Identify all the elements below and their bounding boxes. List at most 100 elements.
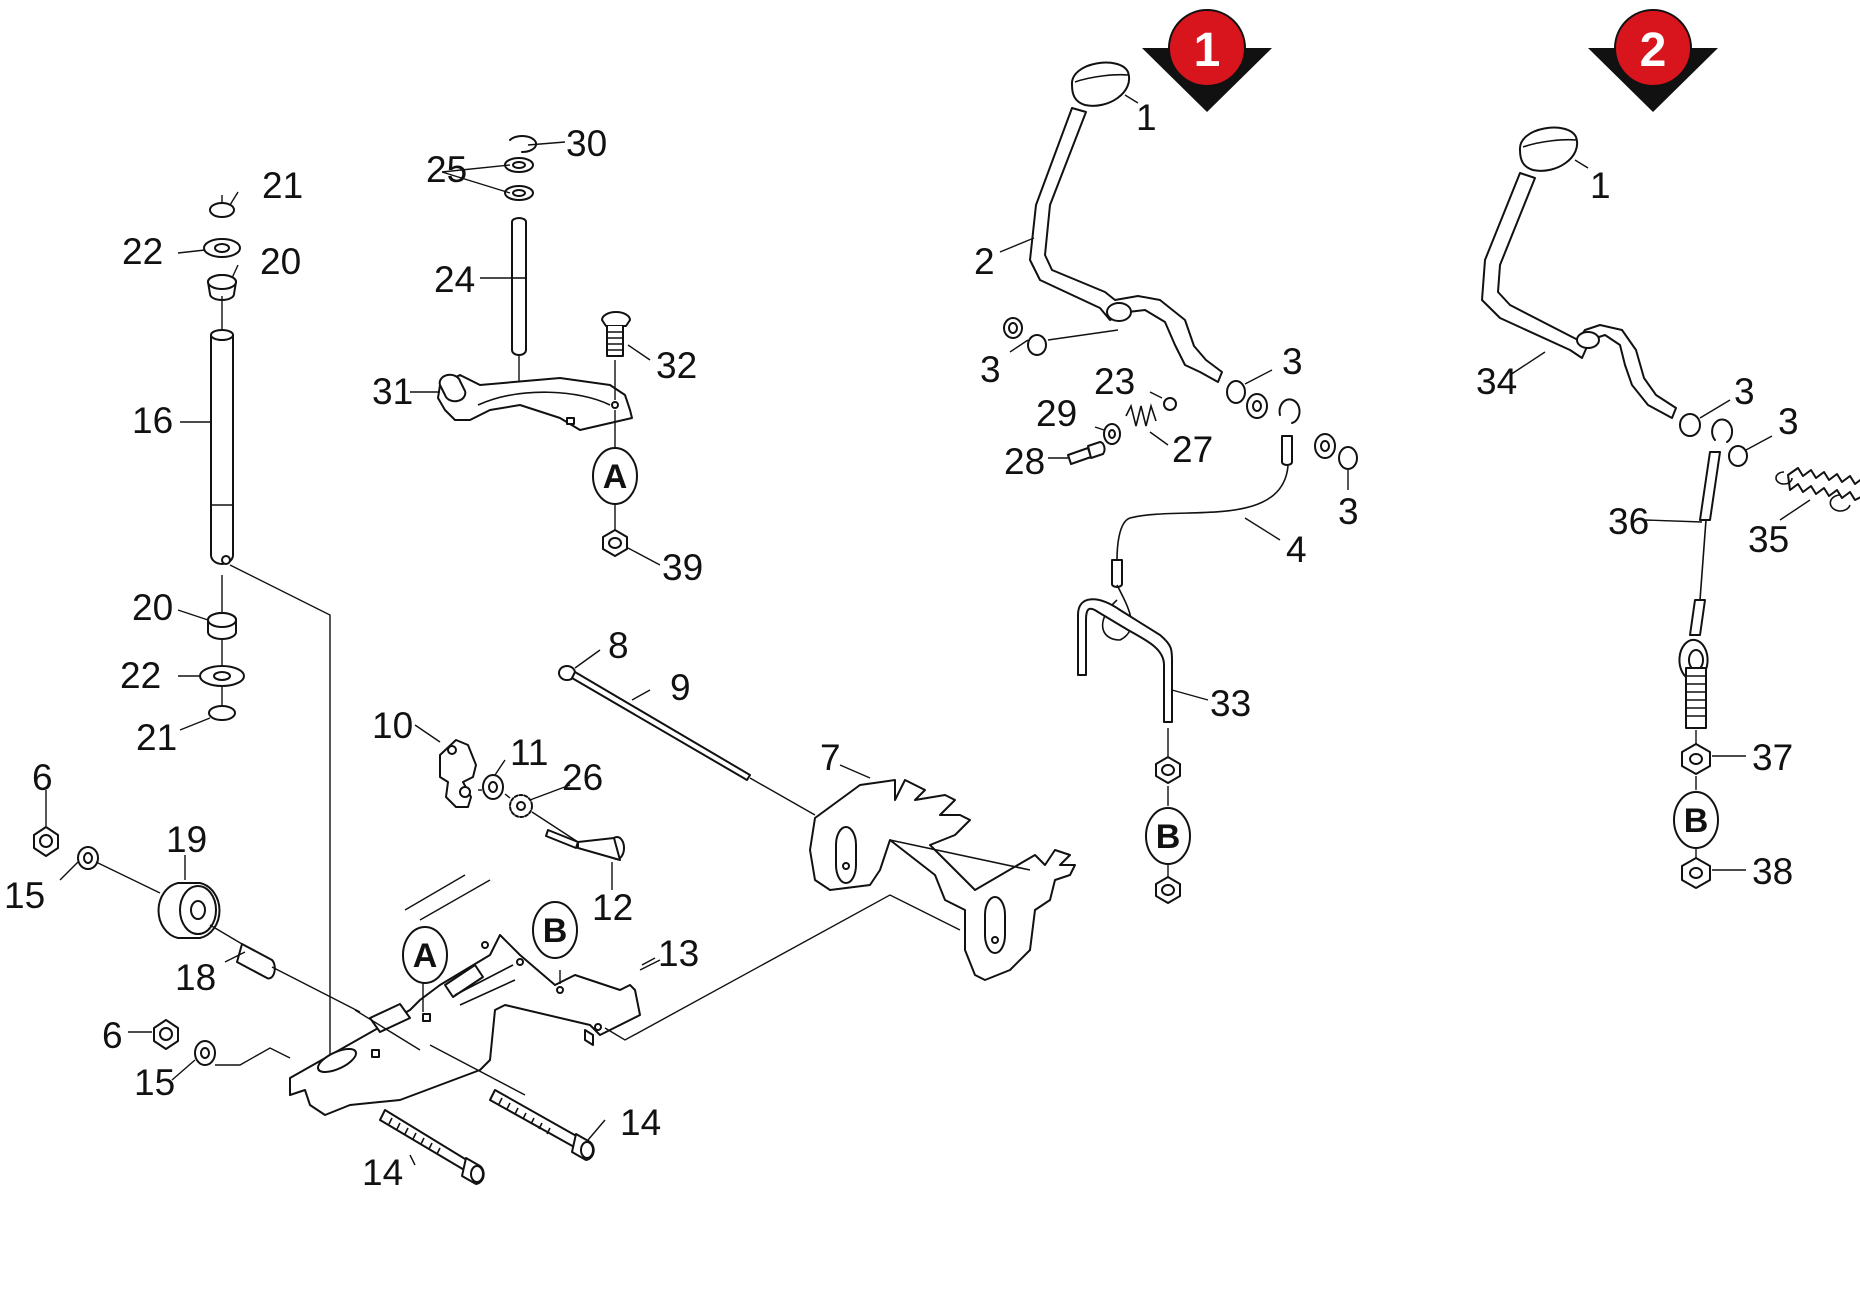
part-label-22-top: 22 (122, 231, 163, 272)
part-2-lever-v1 (1029, 107, 1223, 383)
part-35-spring (1787, 467, 1860, 501)
pivot-parts (439, 739, 625, 861)
part-36-cable (1699, 451, 1721, 521)
reference-marker-b-v2: B (1673, 791, 1719, 849)
variant-badge-1: 1 (1142, 9, 1272, 112)
part-label-1-v1: 1 (1136, 97, 1157, 138)
part-label-6-lower: 6 (102, 1015, 123, 1056)
part-label-24: 24 (434, 259, 475, 300)
part-label-27: 27 (1172, 429, 1213, 470)
part-30-clip (509, 135, 538, 154)
variant-badge-2-circle (1614, 9, 1692, 87)
variant-1-small-parts (1003, 317, 1358, 490)
variant-badge-2: 2 (1588, 9, 1718, 112)
part-24-pin (511, 217, 527, 356)
part-label-10: 10 (372, 705, 413, 746)
part-label-3-v1a: 3 (980, 349, 1001, 390)
part-4-cable (1116, 465, 1289, 561)
variant-badge-1-circle (1168, 9, 1246, 87)
roller-assembly (33, 826, 361, 1066)
variant-badge-1-label: 1 (1194, 24, 1221, 77)
part-label-8: 8 (608, 625, 629, 666)
part-21-bottom (208, 705, 236, 721)
part-label-4: 4 (1286, 529, 1307, 570)
variant-1-lever (999, 61, 1223, 383)
part-1-knob-v1 (1070, 61, 1131, 107)
part-label-11: 11 (510, 732, 548, 773)
part-3-ring-v1f (1338, 446, 1358, 470)
part-10-link (439, 739, 477, 808)
part-label-29: 29 (1036, 393, 1077, 434)
part-label-12: 12 (592, 887, 633, 928)
reference-marker-a-lower-label: A (413, 937, 438, 975)
part-label-39: 39 (662, 547, 703, 588)
part-label-3-v2a: 3 (1734, 371, 1755, 412)
part-label-16: 16 (132, 400, 173, 441)
part-18-spacer (236, 943, 276, 980)
part-label-35: 35 (1748, 519, 1789, 560)
part-3-ring-v1b (1027, 334, 1047, 356)
part-1-knob-v2 (1518, 126, 1579, 172)
reference-marker-a-upper: A (592, 447, 638, 505)
variant-1-cable (1077, 398, 1301, 904)
part-label-21-bottom: 21 (136, 717, 177, 758)
part-34-lever-v2 (1481, 172, 1677, 419)
part-label-28: 28 (1004, 441, 1045, 482)
variant-badge-2-label: 2 (1640, 24, 1667, 77)
part-label-37: 37 (1752, 737, 1793, 778)
part-label-7: 7 (820, 737, 841, 778)
reference-marker-a-upper-label: A (603, 458, 628, 496)
part-33-u-bolt (1077, 598, 1173, 723)
part-3-washer-v1c (1226, 380, 1246, 404)
part-label-36: 36 (1608, 501, 1649, 542)
part-31-segment (437, 374, 633, 431)
reference-marker-b-left: B (532, 901, 578, 959)
part-label-33: 33 (1210, 683, 1251, 724)
part-number-labels: 21 22 20 16 20 22 21 6 15 19 18 6 15 30 … (4, 97, 1799, 1193)
part-14-bolts (379, 1089, 595, 1185)
part-27-spring (1125, 403, 1157, 427)
part-label-3-v2b: 3 (1778, 401, 1799, 442)
part-16-shaft (210, 334, 234, 565)
part-label-2: 2 (974, 241, 995, 282)
part-13-bracket (289, 874, 961, 1116)
part-28-screw (1067, 447, 1092, 465)
part-label-20-top: 20 (260, 241, 301, 282)
reference-marker-b-left-label: B (543, 912, 568, 950)
part-label-15-lower: 15 (134, 1062, 175, 1103)
part-label-9: 9 (670, 667, 691, 708)
part-label-25: 25 (426, 149, 467, 190)
part-label-21-top: 21 (262, 165, 303, 206)
part-3-ring-v2a (1679, 413, 1701, 437)
part-label-30: 30 (566, 123, 607, 164)
part-label-34: 34 (1476, 361, 1517, 402)
shaft-assembly (199, 195, 331, 1075)
part-label-31: 31 (372, 371, 413, 412)
part-label-32: 32 (656, 345, 697, 386)
part-label-3-v1b: 3 (1282, 341, 1303, 382)
part-7-bracket (809, 779, 1076, 981)
part-label-22-bottom: 22 (120, 655, 161, 696)
reference-marker-b-v1-label: B (1156, 818, 1181, 856)
part-32-screw (601, 311, 631, 327)
part-label-13: 13 (658, 933, 699, 974)
part-label-14-right: 14 (620, 1102, 661, 1143)
part-label-19: 19 (166, 819, 207, 860)
segment-assembly (437, 135, 633, 557)
reference-marker-b-v1: B (1145, 807, 1191, 865)
part-label-15-upper: 15 (4, 875, 45, 916)
part-label-23: 23 (1094, 361, 1135, 402)
leader-lines (45, 141, 871, 1166)
part-label-26: 26 (562, 757, 603, 798)
part-3-ring-v2b (1728, 445, 1748, 467)
part-12-screw (545, 829, 579, 849)
part-label-1-v2: 1 (1590, 165, 1611, 206)
variant-2-cable (1644, 399, 1860, 889)
variant-2-lever (1481, 126, 1677, 419)
part-label-38: 38 (1752, 851, 1793, 892)
reference-marker-a-lower: A (402, 926, 448, 984)
part-label-6-upper: 6 (32, 757, 53, 798)
part-23-ball (1163, 397, 1177, 411)
part-label-3-v1c: 3 (1338, 491, 1359, 532)
